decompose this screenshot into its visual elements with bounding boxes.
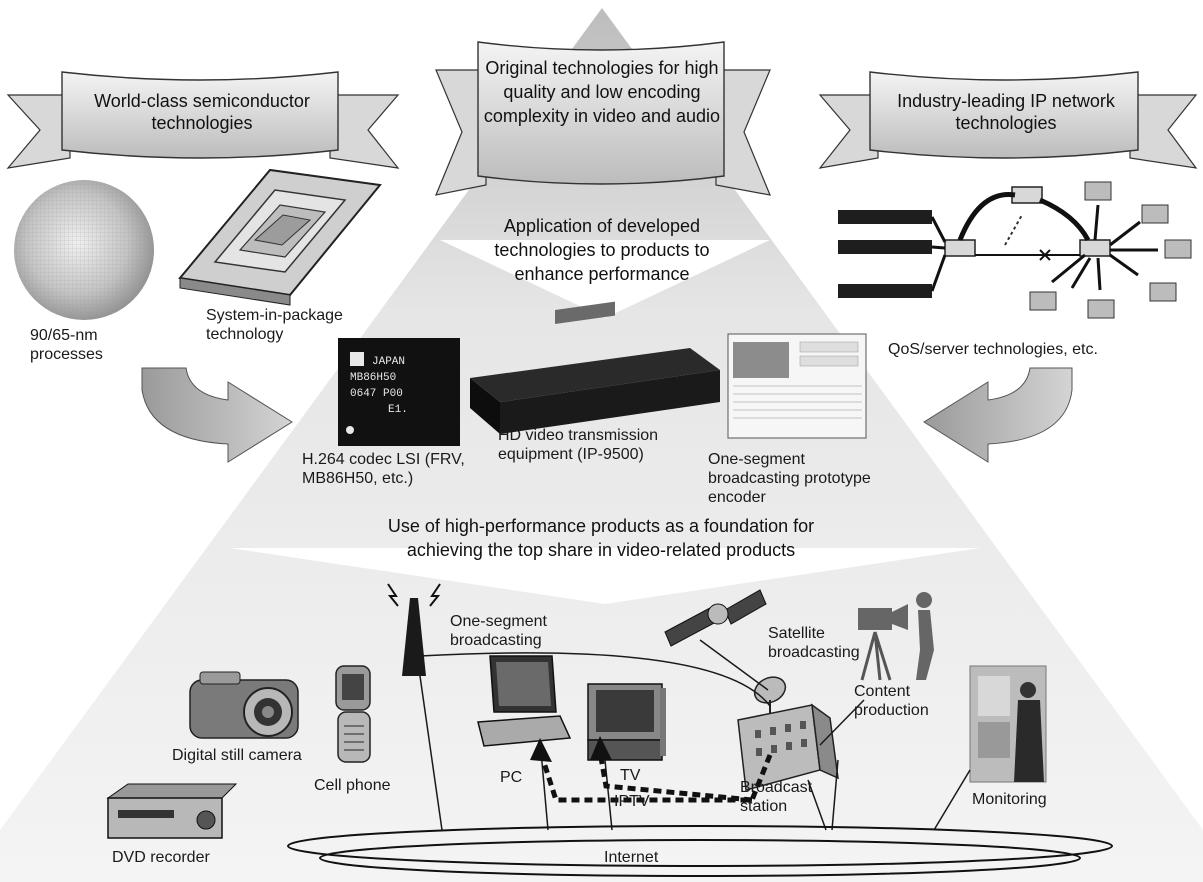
processes-label: 90/65-nm processes [30,327,103,363]
banner-left [6,71,400,169]
banner-right-text: Industry-leading IP network technologies [897,91,1115,133]
chip-marking-text: MB86H50 [350,372,396,384]
content-production-icon [858,592,934,681]
pyramid-background [0,8,1203,882]
dvd-recorder-label: DVD recorder [112,849,210,866]
antenna-tower-icon [387,583,441,676]
iptv-dashed-arrows [530,736,773,803]
internet-cloud [287,825,1113,877]
digital-still-camera-icon [189,671,299,739]
system-in-package-image [178,168,382,306]
content-production-label: Content production [854,683,929,719]
banner-left-text: World-class semiconductor technologies [94,91,310,133]
broadcast-station-icon [737,703,839,791]
cell-phone-icon [335,665,371,763]
left-curved-arrow [141,367,293,463]
monitoring-photo [969,665,1047,783]
application-text: Application of developed technologies to… [494,216,710,284]
pc-laptop-icon [477,655,572,747]
iptv-label: IPTV [614,793,650,810]
monitoring-label: Monitoring [972,791,1047,808]
tv-icon [587,683,666,761]
chip-marking-text: JAPAN [372,356,405,368]
codec-chip-image: JAPAN MB86H50 0647 P00 E1. [338,338,460,446]
chip-marking-text: 0647 P00 [350,388,403,400]
tier-divider-upper [440,240,770,318]
pc-label: PC [500,769,523,786]
foundation-text: Use of high-performance products as a fo… [387,516,815,560]
cell-phone-label: Cell phone [314,777,391,794]
dsc-label: Digital still camera [172,747,302,764]
dvd-recorder-icon [106,783,238,839]
banner-right [818,71,1198,169]
banner-center [435,41,771,196]
encoder-software-window [727,333,867,439]
encoder-label: One-segment broadcasting prototype encod… [708,451,871,506]
qos-label: QoS/server technologies, etc. [888,341,1098,358]
right-curved-arrow [923,367,1073,463]
satellite-icon [664,589,767,647]
hd-equipment-label: HD video transmission equipment (IP-9500… [498,427,659,463]
sip-label: System-in-package technology [206,307,343,343]
tv-label: TV [620,767,641,784]
tier-divider-lower [230,548,980,604]
satellite-label: Satellite broadcasting [768,625,860,661]
broadcast-station-label: Broadcast station [740,779,813,815]
banner-center-text: Original technologies for high quality a… [483,58,721,126]
hd-transmission-equipment-image [470,301,720,434]
oneseg-broadcast-label: One-segment broadcasting [450,613,547,649]
network-diagram [838,181,1192,319]
chip-marking-text: E1. [388,404,408,416]
codec-label: H.264 codec LSI (FRV, MB86H50, etc.) [302,451,465,487]
internet-label: Internet [604,849,659,866]
network-connection-lines [419,639,971,831]
